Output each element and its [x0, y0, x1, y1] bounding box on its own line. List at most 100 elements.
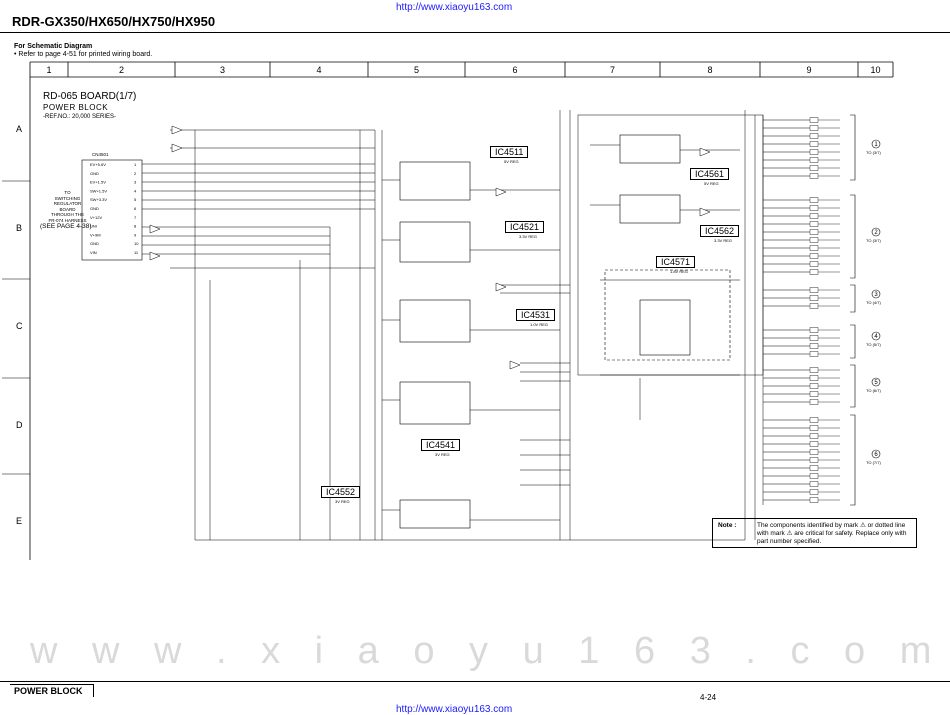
- column-label-6: 6: [512, 65, 517, 75]
- column-header: [29, 61, 894, 560]
- group-marker-circle: [871, 331, 881, 341]
- output-pin-box: [809, 327, 819, 333]
- output-pin-box: [809, 229, 819, 235]
- output-pin-box: [809, 489, 819, 495]
- ic-label-ic4562: IC4562: [700, 225, 740, 237]
- output-pin-box: [809, 287, 819, 293]
- row-labels: A B C D E: [2, 124, 30, 526]
- footer-block-label: POWER BLOCK: [10, 684, 94, 697]
- connector-pin-label: SW+1.5V: [90, 188, 107, 193]
- output-pin-box: [809, 165, 819, 171]
- bottom-url[interactable]: http://www.xiaoyu163.com: [396, 704, 513, 715]
- connector-name: CN4501: [92, 152, 109, 157]
- ic-bodies: [399, 134, 731, 529]
- block-name: POWER BLOCK: [43, 103, 109, 112]
- safety-note: Note : The components identified by mark…: [712, 518, 917, 548]
- left-label-switching: SWITCHING: [54, 195, 81, 201]
- group-label-to: TO (3/7): [866, 150, 881, 155]
- output-pin-box: [809, 351, 819, 357]
- wire-network: [142, 110, 810, 541]
- board-name: RD-065 BOARD(1/7): [43, 91, 137, 102]
- connector-pin-label: GND: [90, 241, 99, 246]
- group-marker-circle: [871, 289, 881, 299]
- output-pin-box: [809, 117, 819, 123]
- column-label-7: 7: [610, 65, 615, 75]
- page-title: RDR-GX350/HX650/HX750/HX950: [12, 14, 216, 29]
- connector-pin-label: GND: [90, 206, 99, 211]
- connector-pin-number: 1: [134, 162, 137, 167]
- output-pin-box: [809, 125, 819, 131]
- output-pin-box: [809, 449, 819, 455]
- connector-pin-number: 4: [134, 188, 137, 193]
- schematic-note-line: • Refer to page 4-51 for printed wiring …: [14, 51, 153, 58]
- output-pin-box: [809, 197, 819, 203]
- group-marker-number: 4: [874, 334, 878, 340]
- output-pins: [809, 117, 840, 503]
- output-pin-box: [809, 417, 819, 423]
- connector-pin-number: 2: [134, 171, 137, 176]
- left-label-through: THROUGH THE: [51, 212, 84, 217]
- group-label-to: TO (7/7): [866, 460, 881, 465]
- output-pin-box: [809, 399, 819, 405]
- output-pin-box: [809, 261, 819, 267]
- output-pin-box: [809, 391, 819, 397]
- ic-label-ic4531: IC4531: [516, 309, 556, 321]
- ref-number: -REF.NO.: 20,000 SERIES-: [43, 114, 117, 120]
- output-pin-box: [809, 367, 819, 373]
- connector-pin-number: 5: [134, 197, 137, 202]
- left-label-to: TO: [64, 190, 71, 195]
- connector-pin-number: 11: [134, 250, 139, 255]
- left-label-regulator: REGULATOR: [53, 201, 82, 206]
- column-label-2: 2: [119, 65, 124, 75]
- ic-sublabel: 1.0V REG: [530, 322, 549, 327]
- output-pin-box: [809, 343, 819, 349]
- output-pin-box: [809, 375, 819, 381]
- row-label-D: D: [16, 420, 23, 430]
- output-pin-box: [809, 133, 819, 139]
- output-pin-box: [809, 253, 819, 259]
- group-marker-circle: [871, 377, 881, 387]
- group-marker-circle: [871, 227, 881, 237]
- row-label-A: A: [16, 124, 22, 134]
- column-label-4: 4: [316, 65, 321, 75]
- left-label-harness: FR-074 HARNESS: [48, 217, 87, 223]
- connector-pin-label: UNI: [90, 224, 97, 229]
- group-label-to: TO (3/7): [866, 238, 881, 243]
- connector-pin-label: EV+5.6V: [90, 162, 106, 167]
- schematic-note-title: For Schematic Diagram: [14, 43, 93, 50]
- ic-label-ic4552: IC4552: [321, 486, 361, 498]
- output-pin-box: [809, 481, 819, 487]
- group-marker-number: 2: [874, 230, 878, 236]
- row-label-E: E: [16, 516, 22, 526]
- output-pin-box: [809, 237, 819, 243]
- watermark: w w w . x i a o y u 1 6 3 . c o m: [30, 630, 944, 672]
- connector-pin-number: 7: [134, 215, 137, 220]
- output-pin-box: [809, 221, 819, 227]
- group-label-to: TO (6/7): [866, 388, 881, 393]
- top-url[interactable]: http://www.xiaoyu163.com: [396, 2, 513, 13]
- connector-cn4501: [81, 159, 143, 261]
- column-label-8: 8: [707, 65, 712, 75]
- row-label-B: B: [16, 223, 22, 233]
- connector-pin-label: EV+1.5V: [90, 180, 106, 185]
- ic-sublabel: 5V REG: [504, 159, 519, 164]
- column-label-1: 1: [46, 65, 51, 75]
- output-pin-box: [809, 141, 819, 147]
- ic-sublabel: 5V REG: [704, 181, 719, 186]
- note-text: The components identified by mark ⚠ or d…: [757, 522, 907, 545]
- output-pin-box: [809, 433, 819, 439]
- connector-pin-number: 3: [134, 180, 137, 185]
- signal-arrows: [149, 125, 711, 370]
- group-marker-number: 6: [874, 452, 878, 458]
- connector-pin-label: VIN: [90, 250, 97, 255]
- group-marker-circle: [871, 449, 881, 459]
- connector-pin-label: GND: [90, 171, 99, 176]
- column-label-5: 5: [414, 65, 419, 75]
- group-marker-number: 3: [874, 292, 878, 298]
- ic-sublabel: 3.3V REG: [714, 238, 733, 243]
- output-pin-box: [809, 173, 819, 179]
- connector-pin-number: 10: [134, 241, 139, 246]
- row-label-C: C: [16, 321, 23, 331]
